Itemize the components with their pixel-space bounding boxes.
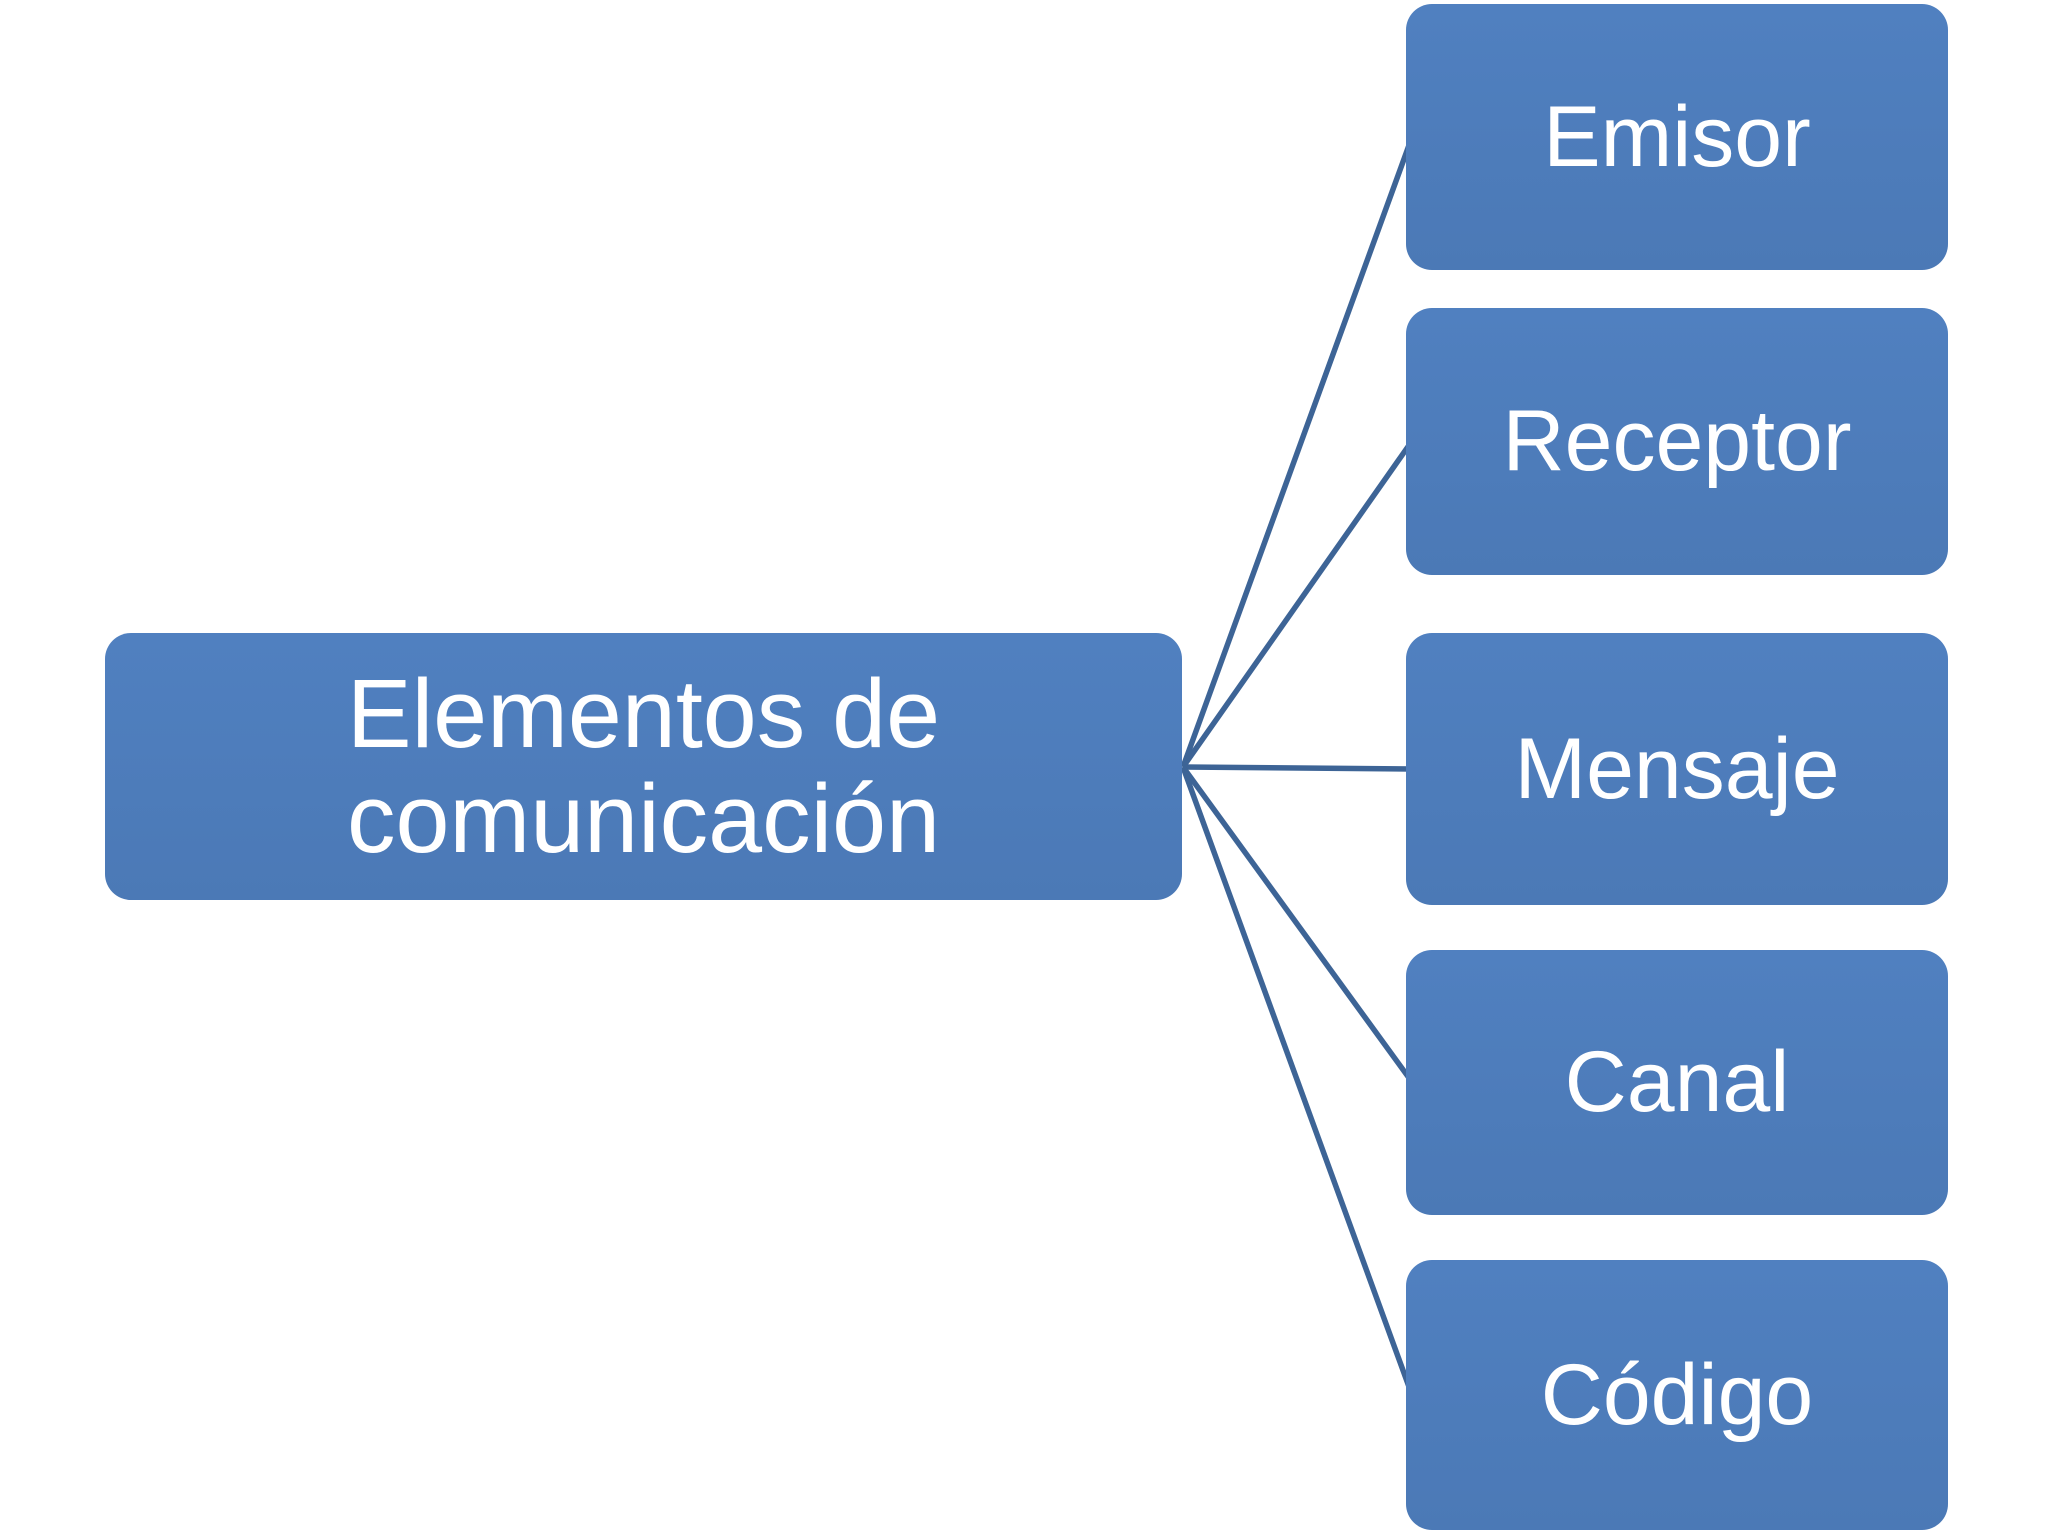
node-emisor-label: Emisor bbox=[1543, 88, 1811, 185]
node-root-label: Elementos de comunicación bbox=[346, 658, 941, 873]
connector-line-mensaje bbox=[1182, 764, 1413, 772]
node-root: Elementos de comunicación bbox=[105, 633, 1182, 900]
connector-line-canal bbox=[1180, 765, 1415, 1084]
node-codigo-label: Código bbox=[1540, 1346, 1814, 1443]
node-mensaje-label: Mensaje bbox=[1514, 720, 1840, 817]
node-receptor: Receptor bbox=[1406, 308, 1948, 575]
node-emisor: Emisor bbox=[1406, 4, 1948, 270]
node-mensaje: Mensaje bbox=[1406, 633, 1948, 905]
node-receptor-label: Receptor bbox=[1502, 393, 1852, 490]
node-canal: Canal bbox=[1406, 950, 1948, 1215]
connector-line-emisor bbox=[1180, 136, 1415, 768]
node-codigo: Código bbox=[1406, 1260, 1948, 1530]
node-canal-label: Canal bbox=[1564, 1034, 1790, 1131]
connector-line-receptor bbox=[1180, 439, 1415, 769]
connector-line-codigo bbox=[1180, 766, 1415, 1396]
